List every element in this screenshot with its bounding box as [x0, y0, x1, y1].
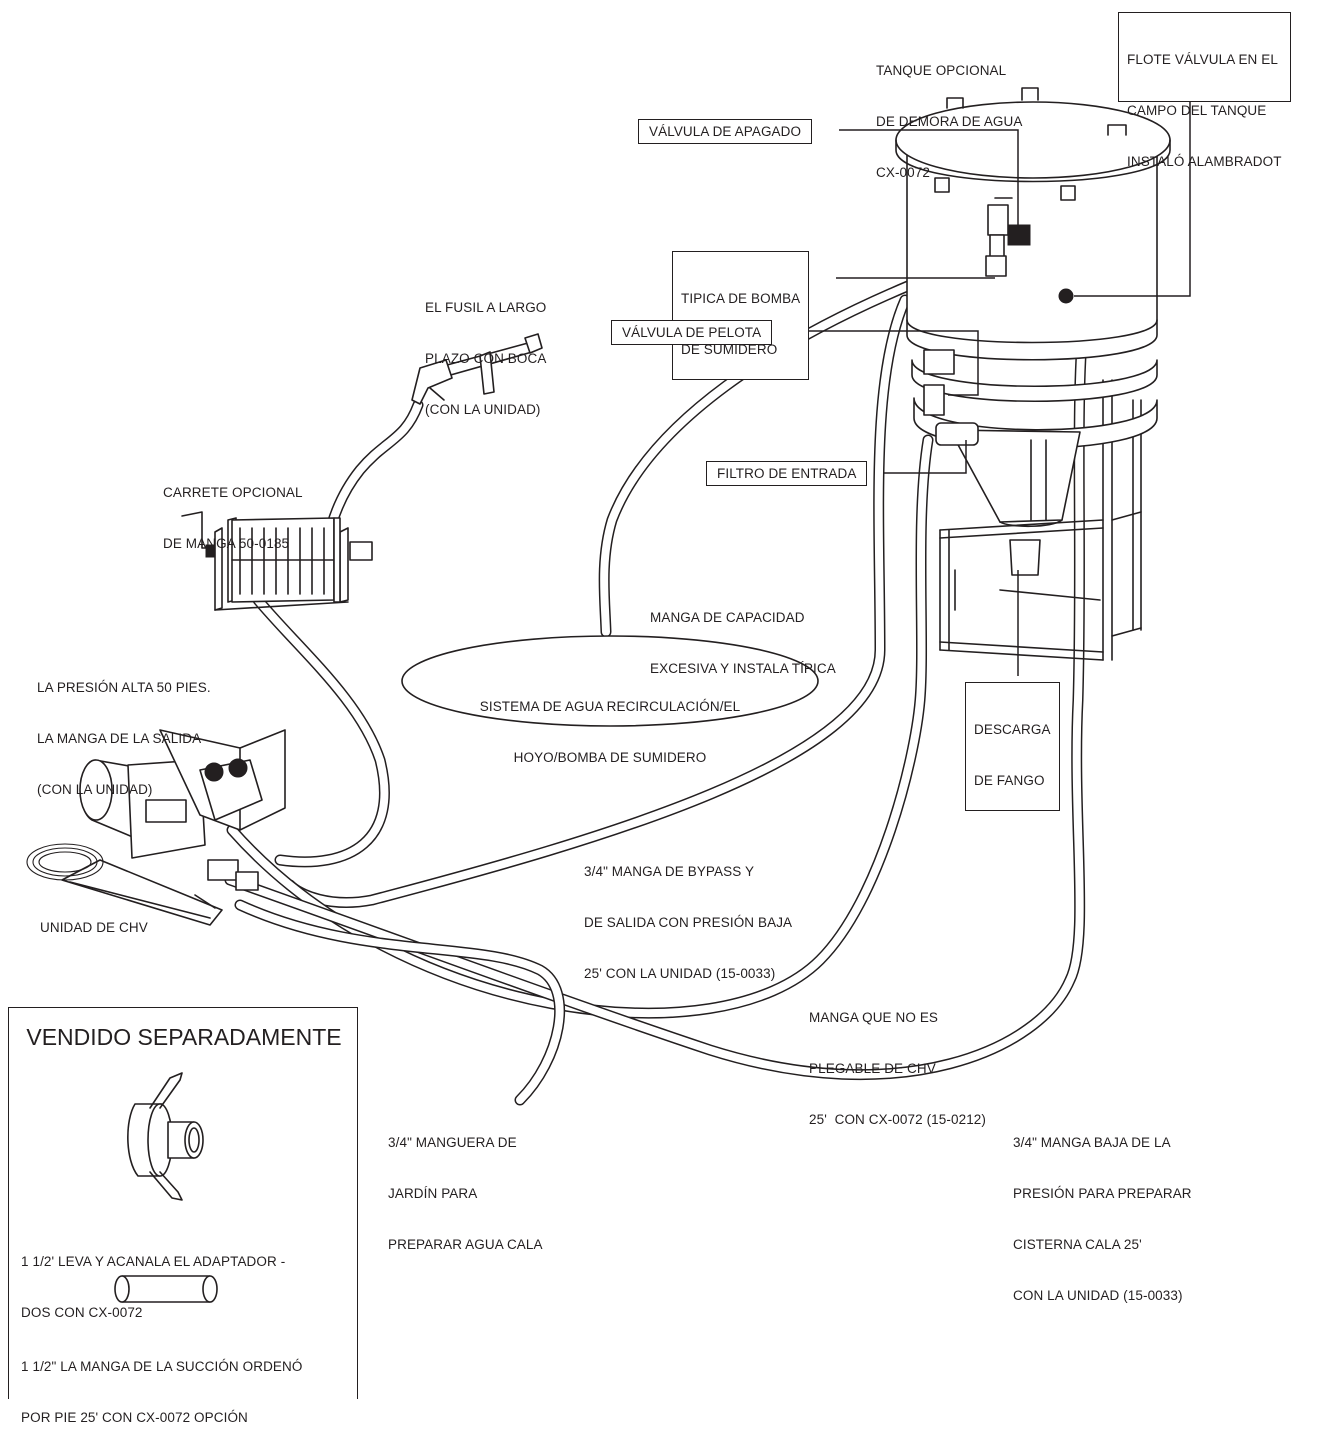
sump-pump-line1: TIPICA DE BOMBA [681, 291, 801, 306]
valve-icon [985, 197, 1031, 277]
hp-line3: (CON LA UNIDAD) [37, 782, 153, 797]
non-collapsible-hose-label: MANGA QUE NO ES PLEGABLE DE CHV 25' CON … [809, 975, 986, 1145]
sludge-line1: DESCARGA [974, 722, 1051, 737]
sump-pump-line2: DE SUMIDERO [681, 342, 778, 357]
overflow-hose-label: MANGA DE CAPACIDAD EXCESIVA Y INSTALA TÍ… [650, 575, 836, 694]
hose-reel-icon [181, 511, 373, 611]
overflow-line2: EXCESIVA Y INSTALA TÍPICA [650, 661, 836, 676]
cam-adapter-label: 1 1/2' LEVA Y ACANALA EL ADAPTADOR - DOS… [21, 1219, 285, 1338]
float-valve-callout: FLOTE VÁLVULA EN EL CAMPO DEL TANQUE INS… [1118, 12, 1291, 169]
lp-line1: 3/4" MANGA BAJA DE LA [1013, 1135, 1171, 1150]
chv-unit-icon [26, 729, 286, 926]
hp-line1: LA PRESIÓN ALTA 50 PIES. [37, 680, 211, 695]
garden-line3: PREPARAR AGUA CALA [388, 1237, 543, 1252]
nc-line3: 25' CON CX-0072 (15-0212) [809, 1112, 987, 1127]
hose-reel-label: CARRETE OPCIONAL DE MANGA 50-0185 [163, 450, 303, 569]
recirc-system-ellipse [401, 635, 819, 727]
bypass-line3: 25' CON LA UNIDAD (15-0033) [584, 966, 776, 981]
chv-unit-label: UNIDAD DE CHV [40, 920, 148, 935]
ball-valve-callout: VÁLVULA DE PELOTA [611, 320, 773, 345]
suction-hose-label: 1 1/2" LA MANGA DE LA SUCCIÓN ORDENÓ POR… [21, 1324, 302, 1443]
high-pressure-hose-label: LA PRESIÓN ALTA 50 PIES. LA MANGA DE LA … [37, 645, 211, 815]
inlet-filter-callout: FILTRO DE ENTRADA [706, 461, 868, 486]
cam-adapter-icon [127, 1072, 204, 1201]
shutoff-valve-callout: VÁLVULA DE APAGADO [638, 119, 813, 144]
lp-line3: CISTERNA CALA 25' [1013, 1237, 1142, 1252]
suction-hose-icon [114, 1275, 218, 1303]
gun-label: EL FUSIL A LARGO PLAZO CON BOCA (CON LA … [425, 265, 546, 435]
tank-optional-line1: TANQUE OPCIONAL [876, 63, 1007, 78]
hp-line2: LA MANGA DE LA SALIDA [37, 731, 202, 746]
gun-icon [411, 333, 543, 405]
sump-pump-callout: TIPICA DE BOMBA DE SUMIDERO [672, 251, 810, 380]
cam-line1: 1 1/2' LEVA Y ACANALA EL ADAPTADOR - [21, 1254, 286, 1269]
garden-line1: 3/4" MANGUERA DE [388, 1135, 517, 1150]
sludge-line2: DE FANGO [974, 773, 1045, 788]
bypass-line2: DE SALIDA CON PRESIÓN BAJA [584, 915, 793, 930]
suction-line2: POR PIE 25' CON CX-0072 OPCIÓN [21, 1410, 248, 1425]
tank-optional-label: TANQUE OPCIONAL DE DEMORA DE AGUA CX-007… [876, 28, 1022, 198]
bypass-hose-label: 3/4" MANGA DE BYPASS Y DE SALIDA CON PRE… [584, 829, 792, 999]
float-valve-line3: INSTALÓ ALAMBRADOT [1127, 154, 1282, 169]
legend-title: VENDIDO SEPARADAMENTE [26, 1024, 342, 1050]
cam-line2: DOS CON CX-0072 [21, 1305, 143, 1320]
float-valve-line1: FLOTE VÁLVULA EN EL [1127, 52, 1278, 67]
tank-optional-line2: DE DEMORA DE AGUA [876, 114, 1023, 129]
gun-line3: (CON LA UNIDAD) [425, 402, 541, 417]
float-valve-line2: CAMPO DEL TANQUE [1127, 103, 1267, 118]
tank-optional-line3: CX-0072 [876, 165, 930, 180]
nc-line1: MANGA QUE NO ES [809, 1010, 939, 1025]
garden-line2: JARDÍN PARA [388, 1186, 478, 1201]
bypass-line1: 3/4" MANGA DE BYPASS Y [584, 864, 755, 879]
lp-line2: PRESIÓN PARA PREPARAR [1013, 1186, 1192, 1201]
overflow-line1: MANGA DE CAPACIDAD [650, 610, 805, 625]
hose-reel-line2: DE MANGA 50-0185 [163, 536, 290, 551]
sludge-discharge-callout: DESCARGA DE FANGO [965, 682, 1060, 811]
nc-line2: PLEGABLE DE CHV [809, 1061, 936, 1076]
lp-line4: CON LA UNIDAD (15-0033) [1013, 1288, 1183, 1303]
recirc-line1: SISTEMA DE AGUA RECIRCULACIÓN/EL [479, 699, 741, 714]
hose-reel-line1: CARRETE OPCIONAL [163, 485, 303, 500]
recirc-line2: HOYO/BOMBA DE SUMIDERO [513, 750, 707, 765]
gun-line1: EL FUSIL A LARGO [425, 300, 547, 315]
leader-lines [791, 96, 1191, 676]
recirc-system-label: SISTEMA DE AGUA RECIRCULACIÓN/EL HOYO/BO… [440, 664, 780, 783]
diagram-canvas: .ln { fill:none; stroke:#231f20; stroke-… [26, 87, 1191, 1303]
garden-hose-label: 3/4" MANGUERA DE JARDÍN PARA PREPARAR AG… [388, 1100, 543, 1270]
suction-line1: 1 1/2" LA MANGA DE LA SUCCIÓN ORDENÓ [21, 1359, 303, 1374]
low-pressure-hose-label: 3/4" MANGA BAJA DE LA PRESIÓN PARA PREPA… [1013, 1100, 1192, 1321]
sold-separately-box: VENDIDO SEPARADAMENTE [8, 1007, 358, 1399]
gun-line2: PLAZO CON BOCA [425, 351, 547, 366]
tank-icon [895, 87, 1171, 661]
